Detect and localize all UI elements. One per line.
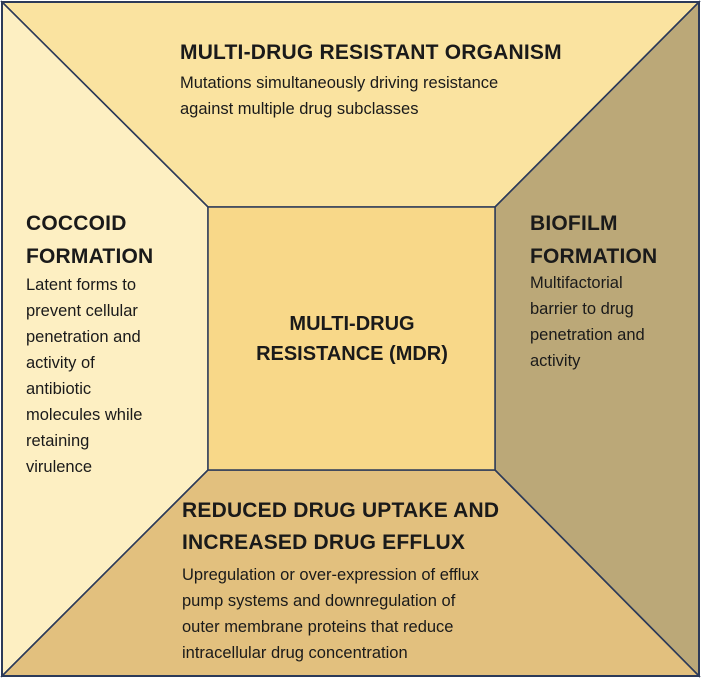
bottom-desc-line: intracellular drug concentration [182,644,408,662]
left-desc-line: penetration and [26,328,141,346]
right-heading: BIOFILM FORMATION [530,207,690,273]
left-desc-line: molecules while [26,406,143,424]
top-heading: MULTI-DRUG RESISTANT ORGANISM [180,41,562,64]
right-desc-line: penetration and [530,326,645,344]
bottom-desc-line: outer membrane proteins that reduce [182,618,454,636]
bottom-desc-line: pump systems and downregulation of [182,592,456,610]
bottom-description: Upregulation or over-expression of efflu… [182,562,622,666]
left-desc-line: Latent forms to [26,276,137,294]
bottom-heading-line: INCREASED DRUG EFFLUX [182,531,466,554]
top-desc-line: against multiple drug subclasses [180,100,419,118]
center-label-line: MULTI-DRUG [289,313,415,335]
center-label: MULTI-DRUG RESISTANCE (MDR) [210,309,494,369]
left-description: Latent forms to prevent cellular penetra… [26,272,201,480]
right-desc-line: activity [530,352,581,370]
right-heading-line: FORMATION [530,245,658,268]
left-desc-line: prevent cellular [26,302,138,320]
left-heading-line: FORMATION [26,245,154,268]
left-desc-line: activity of [26,354,95,372]
bottom-desc-line: Upregulation or over-expression of efflu… [182,566,479,584]
left-desc-line: virulence [26,458,93,476]
center-panel [207,206,496,471]
left-heading: COCCOID FORMATION [26,207,186,273]
right-desc-line: barrier to drug [530,300,634,318]
right-description: Multifactorial barrier to drug penetrati… [530,270,690,374]
top-desc-line: Mutations simultaneously driving resista… [180,74,499,92]
center-label-line: RESISTANCE (MDR) [256,343,448,365]
top-description: Mutations simultaneously driving resista… [180,70,600,122]
bottom-heading: REDUCED DRUG UPTAKE AND INCREASED DRUG E… [182,495,682,559]
left-desc-line: antibiotic [26,380,92,398]
right-desc-line: Multifactorial [530,274,623,292]
right-heading-line: BIOFILM [530,212,618,235]
left-heading-line: COCCOID [26,212,127,235]
bottom-heading-line: REDUCED DRUG UPTAKE AND [182,499,500,522]
left-desc-line: retaining [26,432,90,450]
